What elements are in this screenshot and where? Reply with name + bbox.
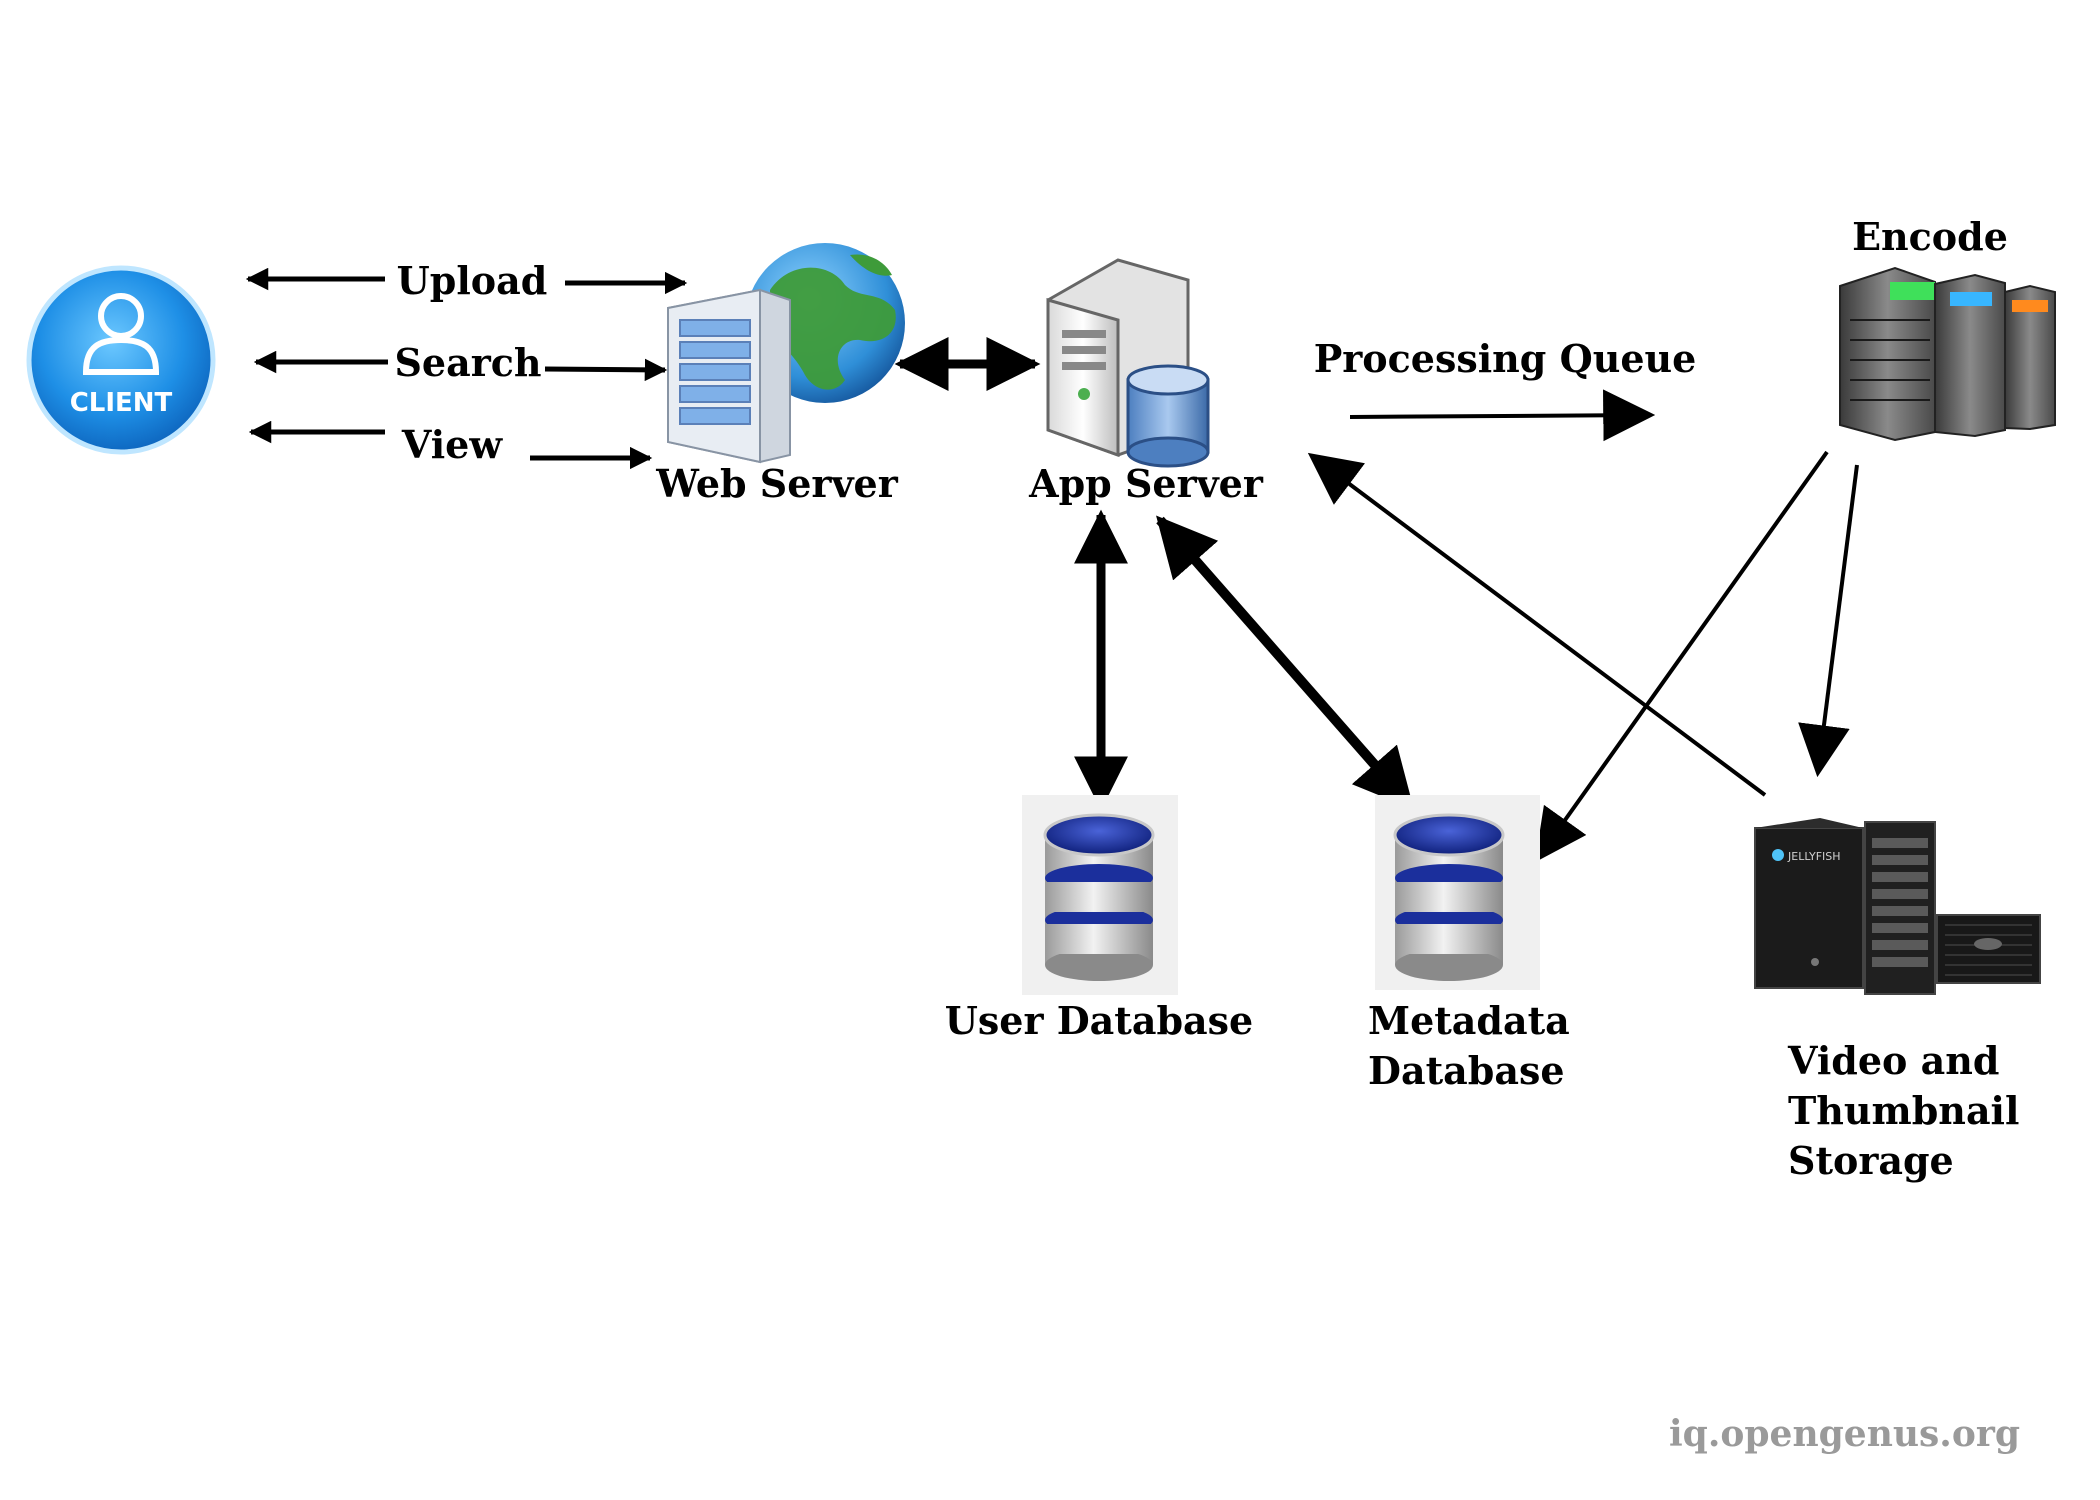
user-icon: [82, 293, 160, 375]
web-server-node: Web Server: [655, 243, 905, 506]
upload-edge: [245, 267, 688, 295]
storage-label-line-1: Video and: [1787, 1038, 1999, 1083]
encode-to-storage-edge: [1798, 464, 1859, 778]
upload-label: Upload: [397, 258, 548, 303]
app-server-label: App Server: [1028, 461, 1264, 506]
user-database-node: User Database: [945, 795, 1253, 1043]
client-node: CLIENT: [26, 265, 216, 455]
server-rack-icon: [667, 288, 791, 464]
storage-unit-icon: JELLYFISH: [1754, 818, 1864, 989]
storage-label-line-2: Thumbnail: [1788, 1088, 2019, 1133]
client-label: CLIENT: [70, 388, 173, 418]
storage-brand-label: JELLYFISH: [1787, 850, 1841, 863]
database-icon: [1393, 813, 1505, 981]
storage-label-line-3: Storage: [1788, 1138, 1954, 1183]
encoder-rack-icon: [1839, 266, 2056, 442]
view-edge: [248, 420, 653, 470]
storage-enclosure-icon: [1936, 914, 2041, 984]
watermark: iq.opengenus.org: [1669, 1413, 2020, 1455]
search-edge: [253, 350, 668, 382]
view-label: View: [401, 422, 503, 467]
metadata-database-label-line-2: Database: [1368, 1048, 1565, 1093]
encode-to-metadata-edge: [1534, 450, 1829, 863]
database-badge-icon: [1126, 364, 1210, 468]
app-metadatadb-edge: [1156, 515, 1414, 810]
metadata-database-label-line-1: Metadata: [1368, 998, 1570, 1043]
processing-queue-edge: [1349, 389, 1656, 442]
web-server-label: Web Server: [655, 461, 898, 506]
storage-to-app-edge: [1307, 452, 1767, 797]
encode-label: Encode: [1852, 214, 2008, 259]
search-label: Search: [394, 340, 541, 385]
database-icon: [1043, 813, 1155, 981]
storage-rack-icon: [1864, 821, 1936, 995]
encode-node: [1839, 266, 2056, 442]
user-database-label: User Database: [945, 998, 1253, 1043]
app-server-node: App Server: [1028, 258, 1264, 506]
storage-node: JELLYFISH Video and Thumbnail Storage: [1754, 818, 2041, 1183]
metadata-database-node: Metadata Database: [1368, 795, 1570, 1093]
processing-queue-label: Processing Queue: [1314, 336, 1697, 381]
